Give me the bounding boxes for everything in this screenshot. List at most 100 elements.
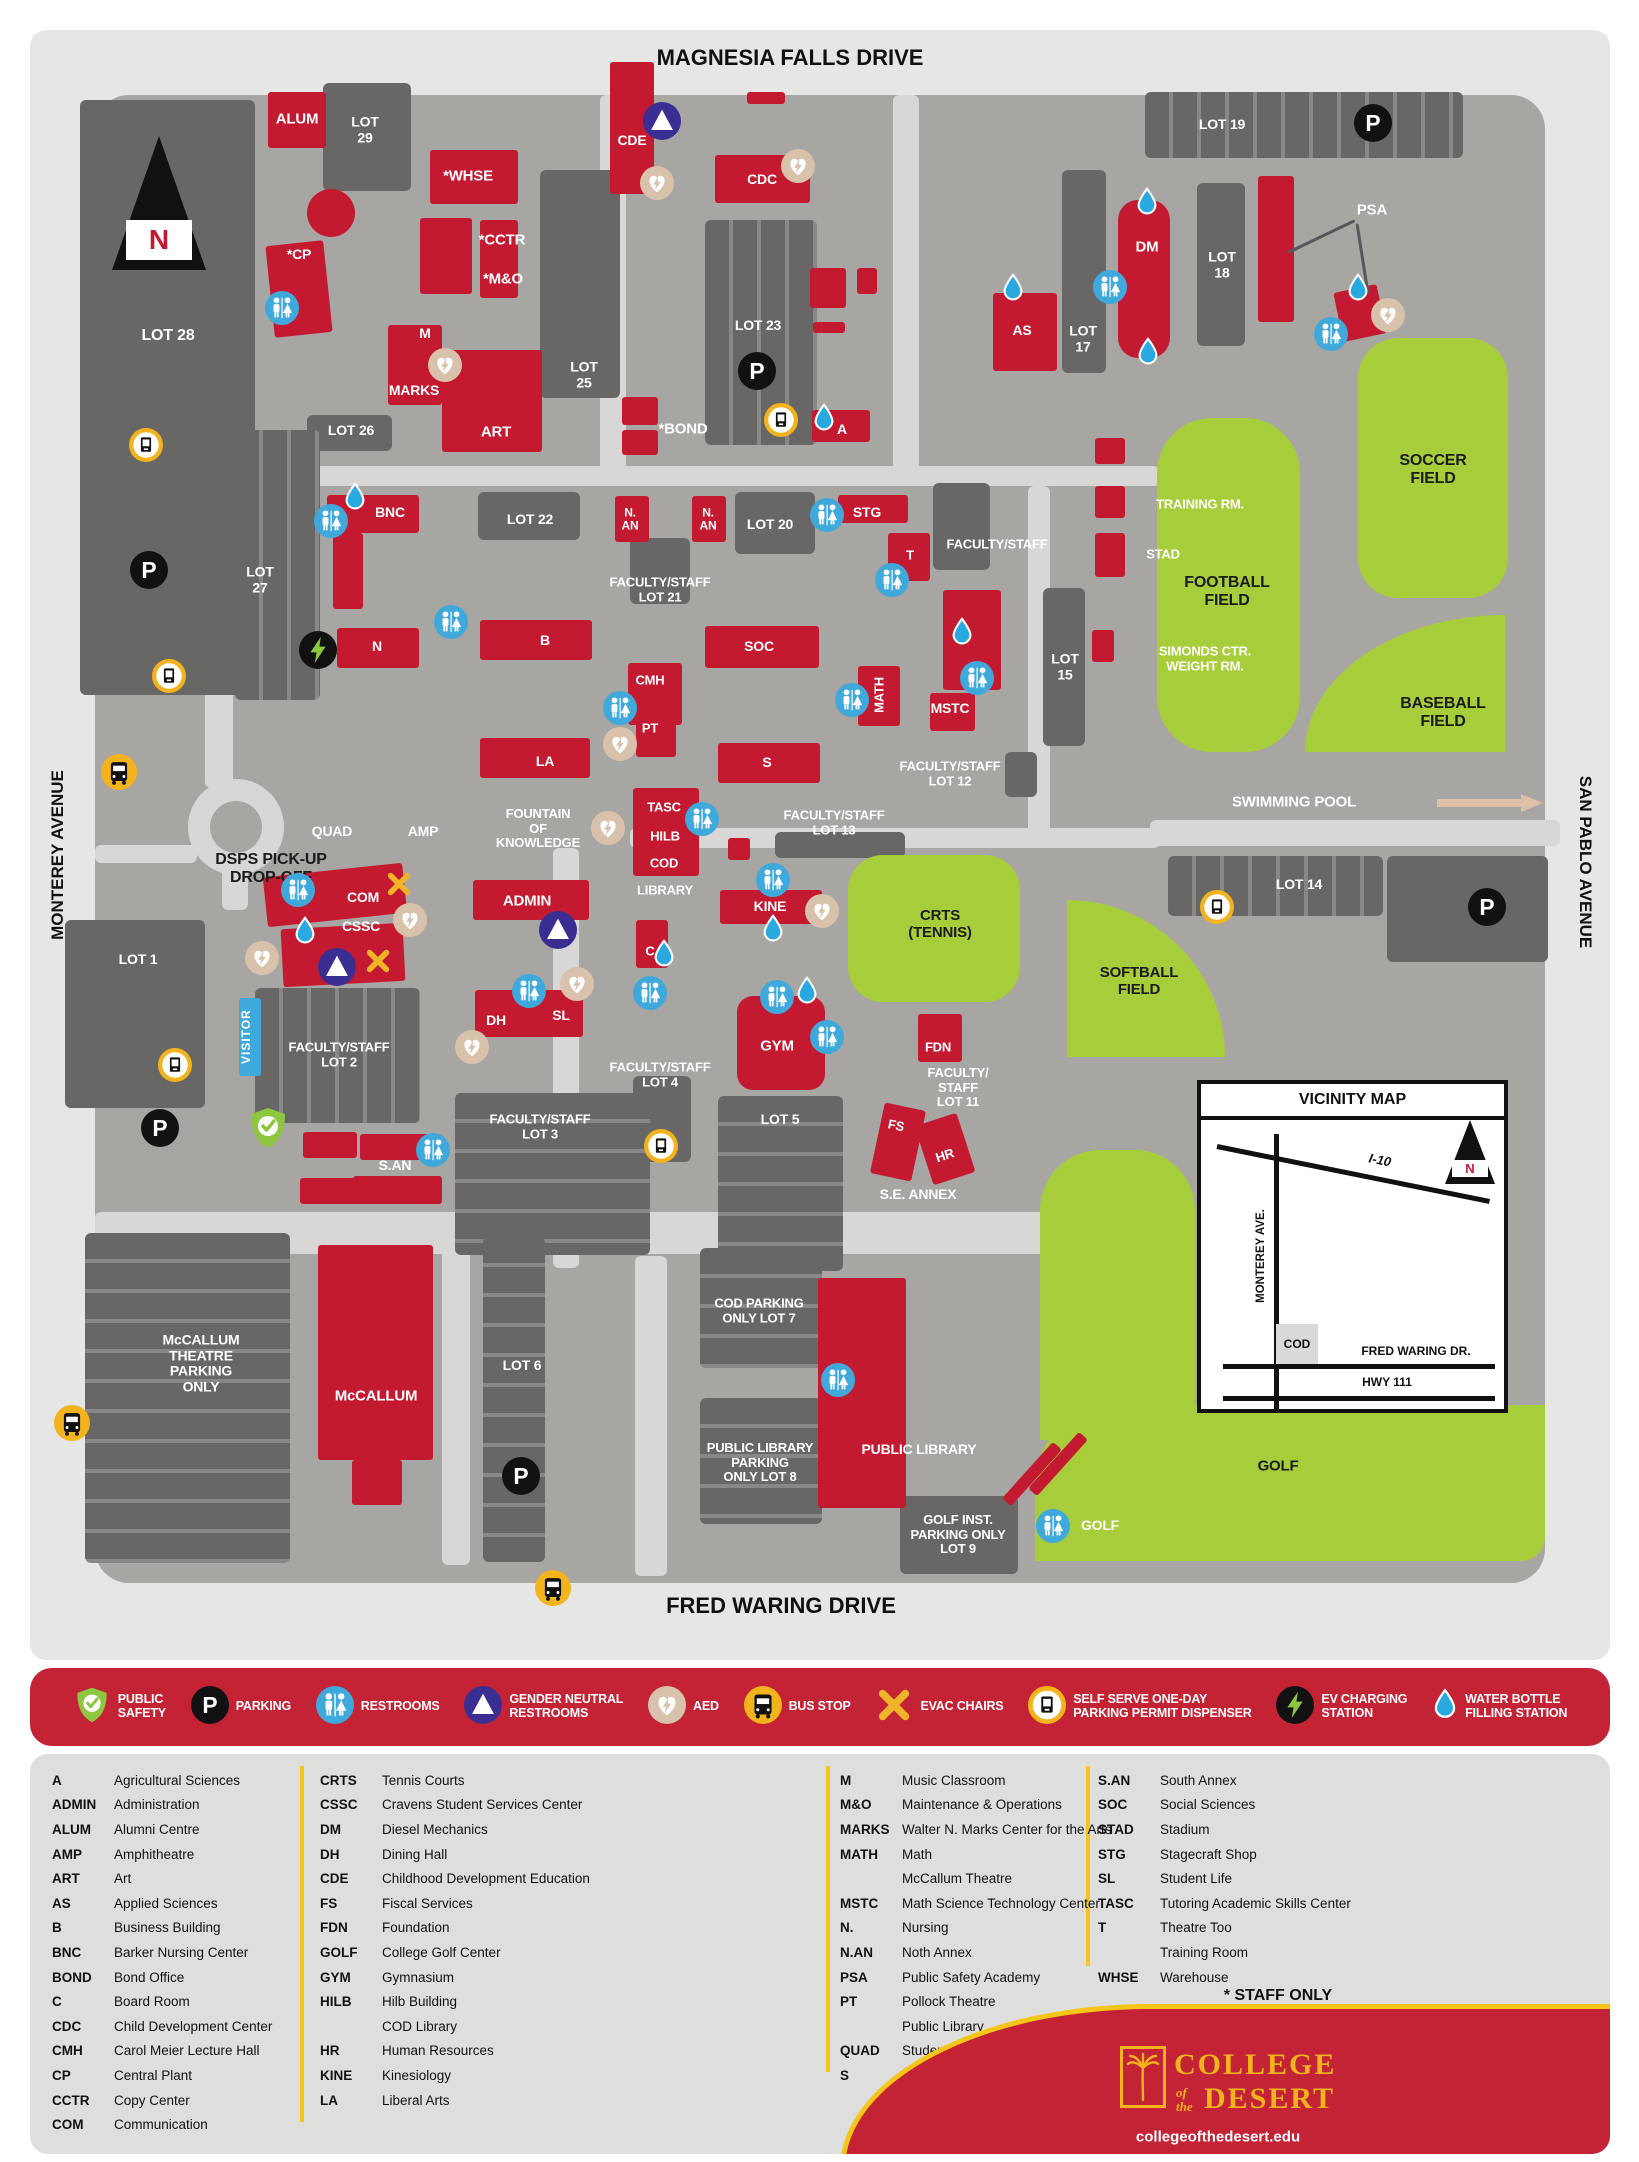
- map-label: QUAD: [311, 823, 353, 840]
- index-name: Alumni Centre: [114, 1821, 200, 1837]
- legend-item: EVAC CHAIRS: [875, 1686, 1004, 1729]
- aed-icon: [455, 1030, 489, 1064]
- index-name: Kinesiology: [382, 2067, 452, 2083]
- parking-lot: [307, 415, 392, 451]
- map-label: LOT 19: [1198, 116, 1246, 133]
- map-label: DM: [1135, 238, 1159, 256]
- map-label: N: [372, 638, 382, 655]
- map-label: FOOTBALL FIELD: [1184, 574, 1270, 609]
- parking-lot: [1197, 183, 1245, 346]
- restrooms-icon: [810, 498, 844, 532]
- building: [918, 1014, 962, 1062]
- building-circle: [307, 189, 355, 237]
- water-bottle-filling-icon: [950, 617, 974, 647]
- index-name: McCallum Theatre: [902, 1871, 1013, 1887]
- map-label: SWIMMING POOL: [1231, 793, 1357, 811]
- footer-url: collegeofthedesert.edu: [1135, 2128, 1301, 2146]
- map-label: ALUM: [275, 110, 319, 128]
- vicinity-fred-road: [1223, 1364, 1495, 1369]
- parking-lot: [705, 220, 817, 445]
- index-abbr: S: [840, 2067, 850, 2083]
- index-name: Tutoring Academic Skills Center: [1160, 1895, 1351, 1911]
- water-bottle-filling-icon: [1346, 273, 1370, 303]
- building: [318, 1245, 433, 1460]
- legend-water-bottle-filling-icon: [1432, 1688, 1458, 1726]
- index-abbr: BOND: [52, 1969, 92, 1985]
- legend-item: GENDER NEUTRAL RESTROOMS: [464, 1685, 623, 1729]
- map-label: LOT 22: [506, 511, 554, 528]
- index-name: Agricultural Sciences: [114, 1772, 241, 1788]
- logo-college: COLLEGE: [1174, 2048, 1337, 2081]
- restrooms-icon: [835, 683, 869, 717]
- index-abbr: CSSC: [320, 1797, 358, 1813]
- map-label: S: [762, 754, 772, 771]
- aed-icon: [393, 903, 427, 937]
- map-label: SIMONDS CTR. WEIGHT RM.: [1158, 643, 1252, 673]
- map-label: TRAINING RM.: [1156, 496, 1244, 512]
- index-abbr: FS: [320, 1895, 338, 1911]
- index-abbr: GOLF: [320, 1944, 358, 1960]
- map-label: LA: [535, 753, 555, 770]
- index-name: Public Library: [902, 2018, 984, 2034]
- street-sanpablo: SAN PABLO AVENUE: [1576, 775, 1595, 949]
- index-abbr: N.: [840, 1920, 854, 1936]
- building: [857, 268, 877, 294]
- index-abbr: N.AN: [840, 1944, 873, 1960]
- map-label: MSTC: [930, 700, 970, 717]
- legend-item: RESTROOMS: [315, 1685, 440, 1729]
- legend-gender-neutral-restroom-icon: [464, 1685, 503, 1729]
- legend-label: EVAC CHAIRS: [920, 1699, 1004, 1714]
- palm-logo-icon: [1120, 2046, 1166, 2108]
- visitor-tag: VISITOR: [239, 998, 261, 1076]
- building: [1095, 486, 1125, 518]
- map-label: PSA: [1356, 201, 1388, 219]
- water-bottle-filling-icon: [1001, 273, 1025, 303]
- index-name: Theatre Too: [1160, 1920, 1232, 1936]
- parking-lot: [1387, 856, 1548, 962]
- index-abbr: A: [52, 1772, 62, 1788]
- water-bottle-filling-icon: [795, 976, 819, 1006]
- map-label: MATH: [871, 677, 887, 713]
- building: [728, 838, 750, 860]
- building: [1095, 438, 1125, 464]
- restrooms-icon: [760, 980, 794, 1014]
- building: [993, 293, 1057, 371]
- index-abbr: ALUM: [52, 1821, 91, 1837]
- index-abbr: MARKS: [840, 1821, 890, 1837]
- map-label: STG: [852, 504, 882, 521]
- map-label: LOT 27: [246, 563, 274, 595]
- restrooms-icon: [314, 504, 348, 538]
- index-abbr: SL: [1098, 1871, 1116, 1887]
- index-abbr: GYM: [320, 1969, 351, 1985]
- map-label: AMP: [407, 823, 439, 840]
- index-abbr: CCTR: [52, 2092, 90, 2108]
- map-label: TASC: [647, 799, 681, 815]
- index-abbr: FDN: [320, 1920, 348, 1936]
- parking-lot: [483, 1237, 545, 1562]
- index-name: Administration: [114, 1797, 200, 1813]
- road: [635, 1256, 667, 1576]
- building: [622, 397, 658, 425]
- index-divider: [826, 1766, 830, 2072]
- bus-stop-icon: [535, 1570, 571, 1606]
- index-abbr: SOC: [1098, 1797, 1128, 1813]
- index-name: Stagecraft Shop: [1160, 1846, 1257, 1862]
- index-abbr: CP: [52, 2067, 71, 2083]
- index-abbr: C: [52, 1994, 62, 2010]
- index-name: Math: [902, 1846, 933, 1862]
- index-abbr: ART: [52, 1871, 80, 1887]
- building: [615, 496, 649, 542]
- index-name: Human Resources: [382, 2043, 494, 2059]
- index-row: N.Nursing: [840, 1916, 1360, 1941]
- logo-of: of: [1176, 2085, 1187, 2100]
- parking-lot: [900, 1496, 1018, 1574]
- evac-chairs-icon: [385, 870, 413, 898]
